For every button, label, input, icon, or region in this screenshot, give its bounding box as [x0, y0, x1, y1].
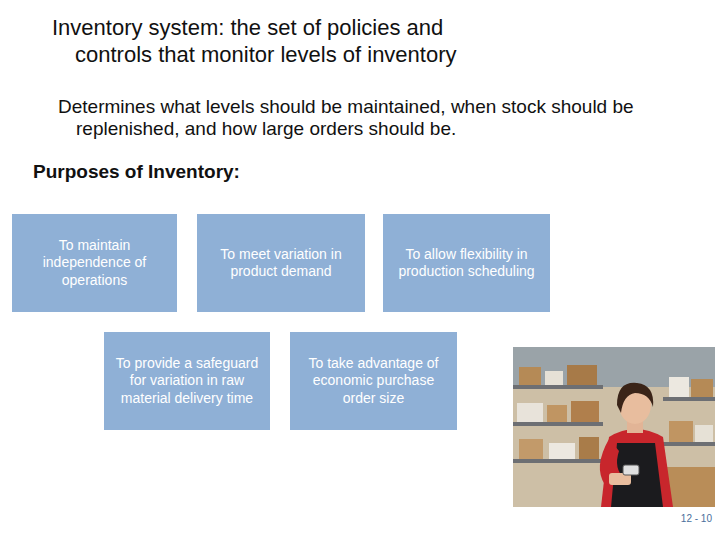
purpose-box: To take advantage of economic purchase o… [290, 332, 457, 430]
purpose-box: To provide a safeguard for variation in … [104, 332, 270, 430]
worker-figure [600, 383, 673, 507]
section-heading: Purposes of Inventory: [33, 160, 433, 184]
purpose-box: To maintain independence of operations [12, 214, 177, 312]
photo-ground [513, 347, 715, 507]
slide-number: 12 - 10 [656, 513, 712, 525]
box-text: To take advantage of economic purchase o… [298, 355, 449, 408]
box-text: To allow flexibility in production sched… [391, 246, 542, 281]
box-text: To maintain independence of operations [20, 237, 169, 290]
shelves [513, 365, 715, 507]
warehouse-photo [513, 347, 715, 507]
purpose-box: To allow flexibility in production sched… [383, 214, 550, 312]
box-text: To provide a safeguard for variation in … [112, 355, 262, 408]
definition-text: Determines what levels should be maintai… [76, 96, 636, 140]
purpose-box: To meet variation in product demand [197, 214, 365, 312]
slide-title: Inventory system: the set of policies an… [75, 14, 515, 68]
box-text: To meet variation in product demand [205, 246, 357, 281]
